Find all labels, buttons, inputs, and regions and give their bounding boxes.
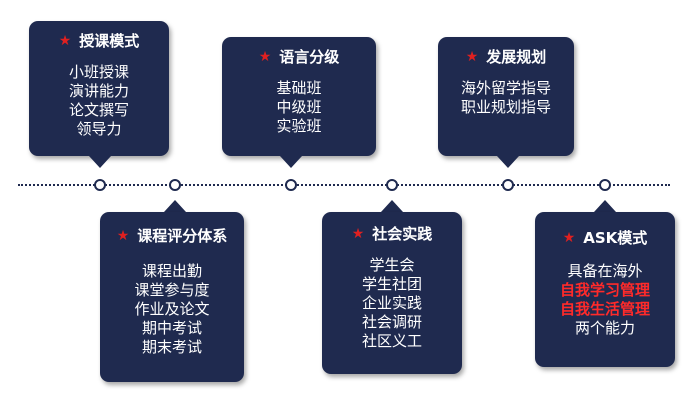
card-title: ★ 课程评分体系 xyxy=(116,227,228,245)
card-teaching-mode: ★ 授课模式 小班授课 演讲能力 论文撰写 领导力 xyxy=(29,21,169,156)
list-item: 演讲能力 xyxy=(68,82,129,100)
list-item: 具备在海外 xyxy=(567,262,643,280)
timeline-node xyxy=(599,179,611,191)
list-item: 领导力 xyxy=(76,120,122,138)
list-item: 企业实践 xyxy=(361,294,422,312)
card-items: 课程出勤 课堂参与度 作业及论文 期中考试 期末考试 xyxy=(100,262,244,357)
timeline-node xyxy=(285,179,297,191)
card-pointer xyxy=(594,200,616,212)
list-item: 基础班 xyxy=(276,79,322,97)
card-grading-system: ★ 课程评分体系 课程出勤 课堂参与度 作业及论文 期中考试 期末考试 xyxy=(100,212,244,382)
card-items: 基础班 中级班 实验班 xyxy=(222,79,376,136)
list-item: 中级班 xyxy=(276,98,322,116)
card-pointer xyxy=(381,200,403,212)
star-icon: ★ xyxy=(116,228,130,244)
list-item: 职业规划指导 xyxy=(460,98,551,116)
card-pointer xyxy=(89,156,111,168)
card-pointer xyxy=(280,156,302,168)
card-ask-mode: ★ ASK模式 具备在海外 自我学习管理 自我生活管理 两个能力 xyxy=(535,212,675,367)
list-item: 海外留学指导 xyxy=(460,79,551,97)
list-item-highlight: 自我生活管理 xyxy=(559,300,650,318)
timeline-node xyxy=(169,179,181,191)
card-items: 学生会 学生社团 企业实践 社会调研 社区义工 xyxy=(322,256,462,351)
list-item: 社会调研 xyxy=(361,313,422,331)
list-item: 期中考试 xyxy=(141,319,202,337)
list-item: 社区义工 xyxy=(361,332,422,350)
card-development-plan: ★ 发展规划 海外留学指导 职业规划指导 xyxy=(438,37,574,156)
list-item: 课程出勤 xyxy=(141,262,202,280)
list-item: 课堂参与度 xyxy=(134,281,210,299)
list-item: 学生会 xyxy=(369,256,415,274)
timeline-line xyxy=(18,184,670,186)
card-pointer xyxy=(497,156,519,168)
star-icon: ★ xyxy=(258,49,272,65)
list-item: 学生社团 xyxy=(361,275,422,293)
list-item: 小班授课 xyxy=(68,63,129,81)
star-icon: ★ xyxy=(562,230,576,246)
card-social-practice: ★ 社会实践 学生会 学生社团 企业实践 社会调研 社区义工 xyxy=(322,212,462,374)
list-item: 实验班 xyxy=(276,117,322,135)
list-item: 期末考试 xyxy=(141,338,202,356)
list-item: 两个能力 xyxy=(574,319,635,337)
card-title: ★ 授课模式 xyxy=(58,32,140,50)
card-pointer xyxy=(164,200,186,212)
card-title: ★ 社会实践 xyxy=(351,225,433,243)
star-icon: ★ xyxy=(58,33,72,49)
timeline-node xyxy=(386,179,398,191)
card-title: ★ ASK模式 xyxy=(562,229,648,247)
card-language-level: ★ 语言分级 基础班 中级班 实验班 xyxy=(222,37,376,156)
list-item: 论文撰写 xyxy=(68,101,129,119)
card-title: ★ 发展规划 xyxy=(465,48,547,66)
star-icon: ★ xyxy=(465,49,479,65)
timeline-node xyxy=(94,179,106,191)
card-items: 海外留学指导 职业规划指导 xyxy=(438,79,574,117)
card-items: 小班授课 演讲能力 论文撰写 领导力 xyxy=(29,63,169,139)
card-title: ★ 语言分级 xyxy=(258,48,340,66)
card-items: 具备在海外 自我学习管理 自我生活管理 两个能力 xyxy=(535,262,675,338)
timeline-node xyxy=(502,179,514,191)
star-icon: ★ xyxy=(351,226,365,242)
list-item: 作业及论文 xyxy=(134,300,210,318)
list-item-highlight: 自我学习管理 xyxy=(559,281,650,299)
